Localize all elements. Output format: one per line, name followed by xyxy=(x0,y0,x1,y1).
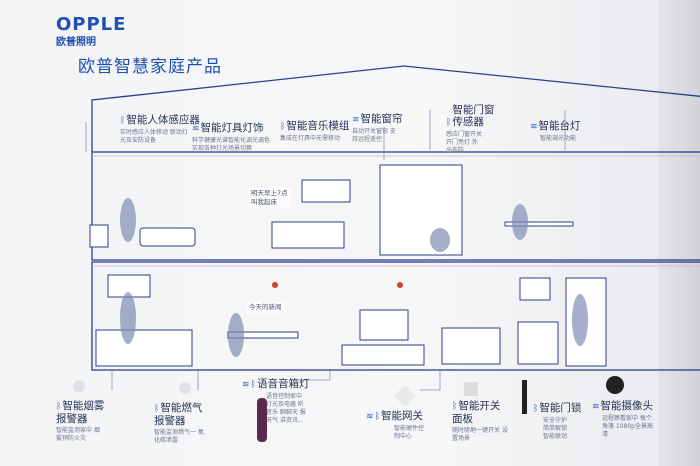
bluetooth-icon: ᛒ xyxy=(374,412,380,422)
bluetooth-icon: ᛒ xyxy=(250,380,256,390)
product-desc: 安全守护 简单解锁 智能联动 xyxy=(543,417,568,440)
product-name: 智能音乐模组 xyxy=(286,120,350,132)
product-desc: 智能监测家中 烟雾预防火灾 xyxy=(56,427,100,442)
product-voice-speaker-lamp: ≋ᛒ语音音箱灯 语音控制家中 灯光及电器 听音乐 聊聊天 报天气 讲资讯... xyxy=(242,378,309,425)
product-name: 语音音箱灯 xyxy=(256,378,310,390)
product-name: 智能烟雾报警器 xyxy=(56,400,105,425)
product-camera: ≋智能摄像头 远程察看家中 每个角落 1080p全景高清 xyxy=(592,400,654,439)
product-desc: 集成在灯具中无需移动 xyxy=(280,135,341,142)
speech-bubble-news: 今天的新闻 xyxy=(246,302,285,313)
sofa xyxy=(441,327,501,365)
product-desc: 感应门窗开关 开门亮灯 外出布防 xyxy=(446,131,483,154)
bluetooth-icon: ᛒ xyxy=(120,116,126,126)
product-name: 智能网关 xyxy=(380,410,423,422)
page-title: 欧普智慧家庭产品 xyxy=(78,57,222,77)
product-gateway: ≋ᛒ智能网关 智能硬件控 制中心 xyxy=(366,410,430,441)
product-music-module: ᛒ智能音乐模组 集成在灯具中无需移动 xyxy=(280,120,349,143)
bathtub xyxy=(139,227,196,247)
product-name: 智能灯具灯饰 xyxy=(200,122,264,134)
lower-floor xyxy=(91,261,700,371)
bluetooth-icon: ᛒ xyxy=(533,404,539,414)
product-desc: 远程察看家中 每个角落 1080p全景高清 xyxy=(602,415,653,438)
logo-cn: 欧普照明 xyxy=(56,37,96,48)
product-name: 智能摄像头 xyxy=(600,400,654,412)
product-desc: 自动开关窗帘 支持远程遥控 xyxy=(352,128,396,143)
product-name: 智能开关面板 xyxy=(452,400,501,425)
painting xyxy=(301,179,351,203)
tv xyxy=(359,309,409,341)
bed xyxy=(271,221,345,249)
wifi-icon: ≋ xyxy=(366,412,374,422)
product-door-sensor: ᛒ智能门窗传感器 感应门窗开关 开门亮灯 外出布防 xyxy=(446,104,500,155)
bluetooth-icon: ᛒ xyxy=(280,122,286,132)
product-desc: 智能硬件控 制中心 xyxy=(394,425,425,440)
product-desc: 科学健康光谱智能化调光调色 实现各种灯光场景切换 xyxy=(192,137,271,152)
speech-bubble-alarm: 明天早上7点 叫我起床 xyxy=(248,188,291,208)
product-desc: 智能监测燃气一 氧化碳泄露 xyxy=(154,429,204,444)
upper-floor xyxy=(91,151,700,261)
product-smart-lighting: ≋智能灯具灯饰 科学健康光谱智能化调光调色 实现各种灯光场景切换 xyxy=(192,122,272,153)
product-human-sensor: ᛒ智能人体感应器 实时感应人体移动 联动灯光及安防设备 xyxy=(120,114,200,145)
product-desc: 随时随地一键开关 设置场景 xyxy=(452,427,508,442)
product-switch-panel: ᛒ智能开关面板 随时随地一键开关 设置场景 xyxy=(452,400,508,443)
product-smoke-alarm: ᛒ智能烟雾报警器 智能监测家中 烟雾预防火灾 xyxy=(56,400,106,443)
product-name: 智能门锁 xyxy=(539,402,582,414)
toilet xyxy=(89,224,109,248)
bluetooth-icon: ᛒ xyxy=(154,404,160,414)
product-name: 智能燃气报警器 xyxy=(154,402,203,427)
roof-outline xyxy=(91,65,700,152)
product-name: 智能门窗传感器 xyxy=(452,104,495,128)
tv-stand xyxy=(341,344,425,366)
wardrobe xyxy=(379,164,463,256)
opple-logo: OPPLE 欧普照明 xyxy=(56,14,126,48)
product-desc: 实时感应人体移动 联动灯光及安防设备 xyxy=(120,129,188,144)
desk xyxy=(504,221,574,227)
kitchen-counter xyxy=(95,329,193,367)
product-desc: 智能调光功能 xyxy=(540,135,577,142)
wifi-icon: ≋ xyxy=(592,402,600,412)
wifi-icon: ≋ xyxy=(242,380,250,390)
product-name: 智能人体感应器 xyxy=(126,114,200,126)
bluetooth-icon: ᛒ xyxy=(446,118,452,128)
wifi-icon: ≋ xyxy=(352,115,360,125)
product-door-lock: ᛒ智能门锁 安全守护 简单解锁 智能联动 xyxy=(533,402,581,441)
product-name: 智能窗帘 xyxy=(360,113,403,125)
bluetooth-icon: ᛒ xyxy=(56,402,62,412)
window-frame xyxy=(519,277,551,301)
wifi-icon: ≋ xyxy=(192,124,200,134)
product-curtain: ≋智能窗帘 自动开关窗帘 支持远程遥控 xyxy=(352,113,403,144)
bluetooth-icon: ᛒ xyxy=(452,402,458,412)
product-name: 智能台灯 xyxy=(538,120,581,132)
wifi-icon: ≋ xyxy=(530,122,538,132)
product-desk-lamp: ≋智能台灯 智能调光功能 xyxy=(530,120,581,143)
side-table xyxy=(517,321,559,365)
board-edge xyxy=(658,0,700,466)
logo-en: OPPLE xyxy=(56,14,127,35)
product-gas-alarm: ᛒ智能燃气报警器 智能监测燃气一 氧化碳泄露 xyxy=(154,402,204,445)
product-desc: 语音控制家中 灯光及电器 听音乐 聊聊天 报天气 讲资讯... xyxy=(266,393,306,424)
